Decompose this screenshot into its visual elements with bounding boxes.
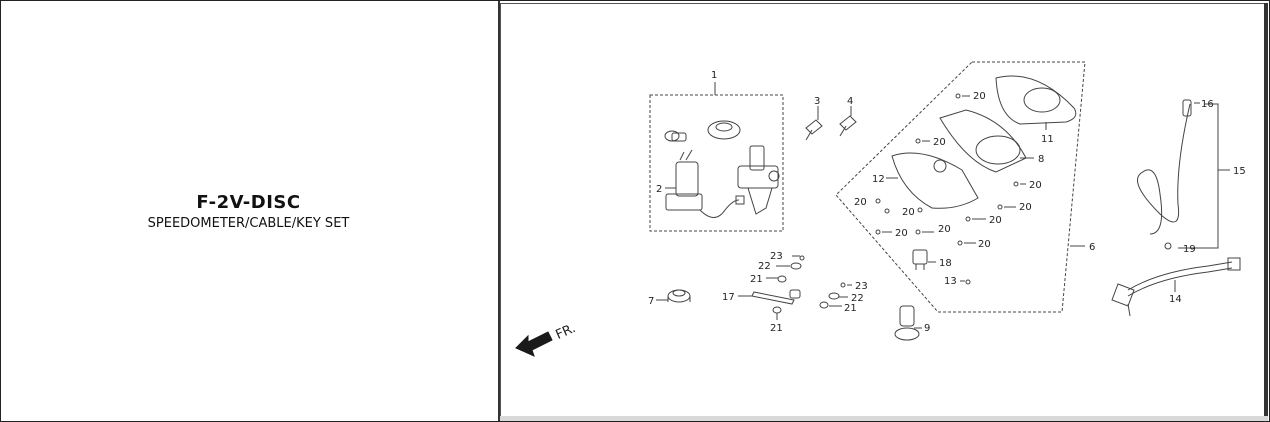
callout-4: 4 xyxy=(847,96,853,107)
model-title: F-2V-DISC xyxy=(196,192,301,213)
callout-1: 1 xyxy=(711,70,717,81)
callout-2: 2 xyxy=(656,184,662,195)
callout-20-h: 20 xyxy=(895,228,908,239)
panel-bottom-edge xyxy=(500,416,1268,421)
screws-20 xyxy=(875,93,1026,246)
callout-20-a: 20 xyxy=(973,91,986,102)
section-subtitle: SPEEDOMETER/CABLE/KEY SET xyxy=(147,216,350,231)
diagram-panel xyxy=(500,3,1265,418)
callout-20-b: 20 xyxy=(933,137,946,148)
key-cylinder-cap xyxy=(664,130,687,142)
callout-21-b: 21 xyxy=(770,323,783,334)
meter-top-cover xyxy=(995,75,1077,125)
ignition-set-group-box xyxy=(649,94,784,232)
panel-right-edge xyxy=(1264,3,1268,421)
fastener-set-left xyxy=(766,255,805,320)
callout-20-j: 20 xyxy=(978,239,991,250)
callout-21-c: 21 xyxy=(844,303,857,314)
wire-harness-14 xyxy=(1111,257,1241,317)
callout-15-bracket xyxy=(1178,103,1219,249)
nut-7 xyxy=(667,289,691,303)
callout-14: 14 xyxy=(1169,294,1182,305)
callout-22-a: 22 xyxy=(758,261,771,272)
callout-20-d: 20 xyxy=(854,197,867,208)
title-panel xyxy=(1,1,498,420)
callout-6: 6 xyxy=(1089,242,1095,253)
callout-23-b: 23 xyxy=(855,281,868,292)
callout-18: 18 xyxy=(939,258,952,269)
key-4 xyxy=(839,115,857,137)
bolt-13 xyxy=(965,279,971,285)
callout-9: 9 xyxy=(924,323,930,334)
seat-lock-cover xyxy=(707,120,741,140)
bolt-9 xyxy=(894,305,920,341)
callout-15: 15 xyxy=(1233,166,1246,177)
callout-8: 8 xyxy=(1038,154,1044,165)
callout-19: 19 xyxy=(1183,244,1196,255)
callout-20-i: 20 xyxy=(938,224,951,235)
callout-12: 12 xyxy=(872,174,885,185)
callout-3: 3 xyxy=(814,96,820,107)
front-direction-arrow-icon xyxy=(515,331,553,357)
callout-11: 11 xyxy=(1041,134,1054,145)
sensor-18 xyxy=(912,249,928,270)
meter-lower-case xyxy=(891,152,979,209)
callout-20-f: 20 xyxy=(1019,202,1032,213)
meter-group-outline xyxy=(835,61,1086,313)
callout-20-e: 20 xyxy=(902,207,915,218)
key-3 xyxy=(805,119,823,141)
callout-17: 17 xyxy=(722,292,735,303)
bracket-17 xyxy=(751,289,801,305)
callout-20-g: 20 xyxy=(989,215,1002,226)
callout-22-b: 22 xyxy=(851,293,864,304)
speedometer-cable xyxy=(1137,99,1192,250)
callout-20-c: 20 xyxy=(1029,180,1042,191)
panel-divider xyxy=(498,1,500,421)
callout-23-a: 23 xyxy=(770,251,783,262)
ignition-switch xyxy=(665,149,745,218)
callout-13: 13 xyxy=(944,276,957,287)
direction-label: FR. xyxy=(553,321,578,343)
callout-21-a: 21 xyxy=(750,274,763,285)
seat-lock xyxy=(737,145,780,215)
meter-assembly xyxy=(939,109,1027,173)
fastener-set-right xyxy=(819,282,852,309)
callout-7: 7 xyxy=(648,296,654,307)
